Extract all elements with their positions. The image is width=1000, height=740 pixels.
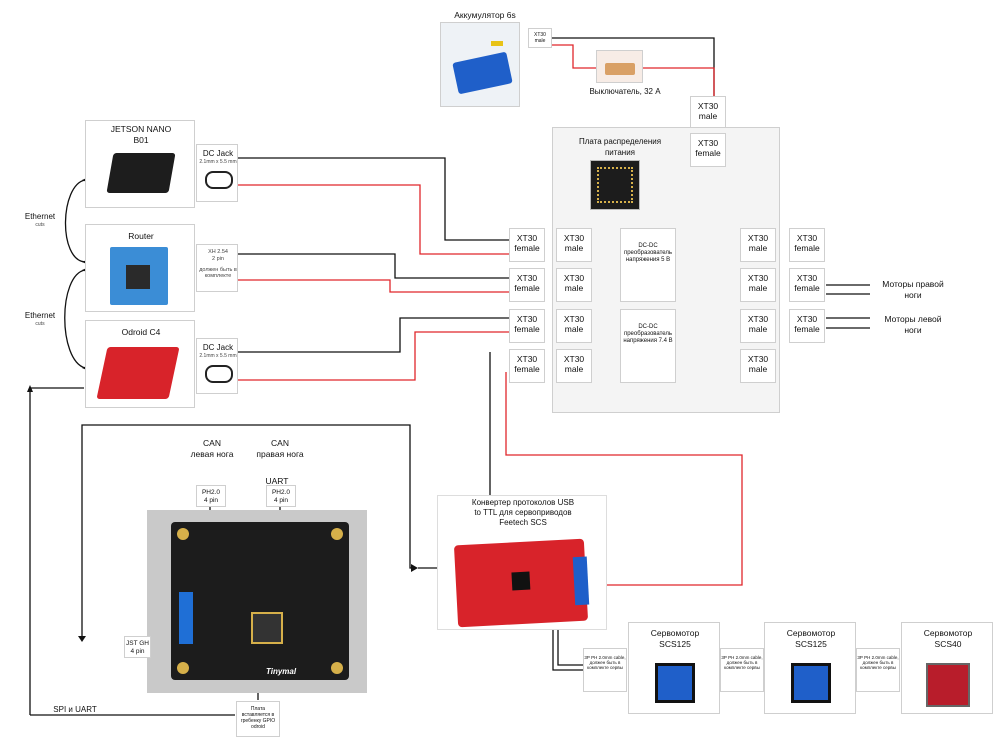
wire-odroid-red bbox=[238, 331, 510, 381]
tinymal-board-frame: Tinymal bbox=[147, 510, 367, 693]
router-card: Router bbox=[85, 224, 195, 312]
wire-router-black bbox=[238, 253, 510, 279]
dc-jack-bottom: DC Jack 2.1mm x 5.5 mm bbox=[196, 338, 238, 394]
odroid-title: Odroid C4 bbox=[121, 327, 161, 337]
wire-switch-red bbox=[643, 67, 715, 96]
jetson-image bbox=[106, 153, 176, 193]
gpio-note: Плата вставляется в гребенку GPIO odroid bbox=[236, 701, 280, 737]
spi-uart-label: SPI и UART bbox=[53, 705, 97, 714]
tinymal-brand: Tinymal bbox=[266, 667, 297, 676]
tinymal-board: Tinymal bbox=[171, 522, 349, 680]
servo-cable-note-1: 3P PH 2.0mm cable, должен быть в комплек… bbox=[583, 648, 627, 692]
usb-converter-image bbox=[453, 538, 590, 628]
uart-label: UART bbox=[265, 476, 289, 486]
cable-image bbox=[205, 365, 233, 383]
wire-jetson-red bbox=[238, 184, 510, 255]
servo-cable-note-3: 3P PH 2.0mm cable, должен быть в комплек… bbox=[856, 648, 900, 692]
odroid-card: Odroid C4 bbox=[85, 320, 195, 408]
wire-battery-red bbox=[552, 44, 596, 69]
servo-1-image bbox=[655, 663, 695, 703]
battery-image bbox=[440, 22, 520, 107]
wire-odroid-black bbox=[238, 317, 510, 353]
cable-image bbox=[205, 171, 233, 189]
router-image bbox=[110, 247, 168, 305]
dc-jack-top: DC Jack 2.1mm x 5.5 mm bbox=[196, 144, 238, 202]
switch-label: Выключатель, 32 А bbox=[589, 87, 661, 96]
xh-connector: XH 2.54 2 pin должен быть в комплекте bbox=[196, 244, 238, 292]
wire-conv-red bbox=[505, 372, 743, 586]
servo-cable-note-2: 3P PH 2.0mm cable, должен быть в комплек… bbox=[720, 648, 764, 692]
wire-router-red bbox=[238, 279, 510, 293]
wire-jetson-black bbox=[238, 157, 510, 241]
odroid-image bbox=[96, 347, 180, 399]
servo-3-image bbox=[926, 663, 970, 707]
switch-image bbox=[596, 50, 643, 83]
dcdc-5v: DC-DC преобразователь напряжения 5 В bbox=[620, 228, 676, 302]
servo-2-image bbox=[791, 663, 831, 703]
power-board-image bbox=[590, 160, 640, 210]
router-title: Router bbox=[128, 231, 154, 241]
dcdc-7-4v: DC-DC преобразователь напряжения 7.4 В bbox=[620, 309, 676, 383]
battery-title: Аккумулятор 6s bbox=[454, 10, 516, 20]
